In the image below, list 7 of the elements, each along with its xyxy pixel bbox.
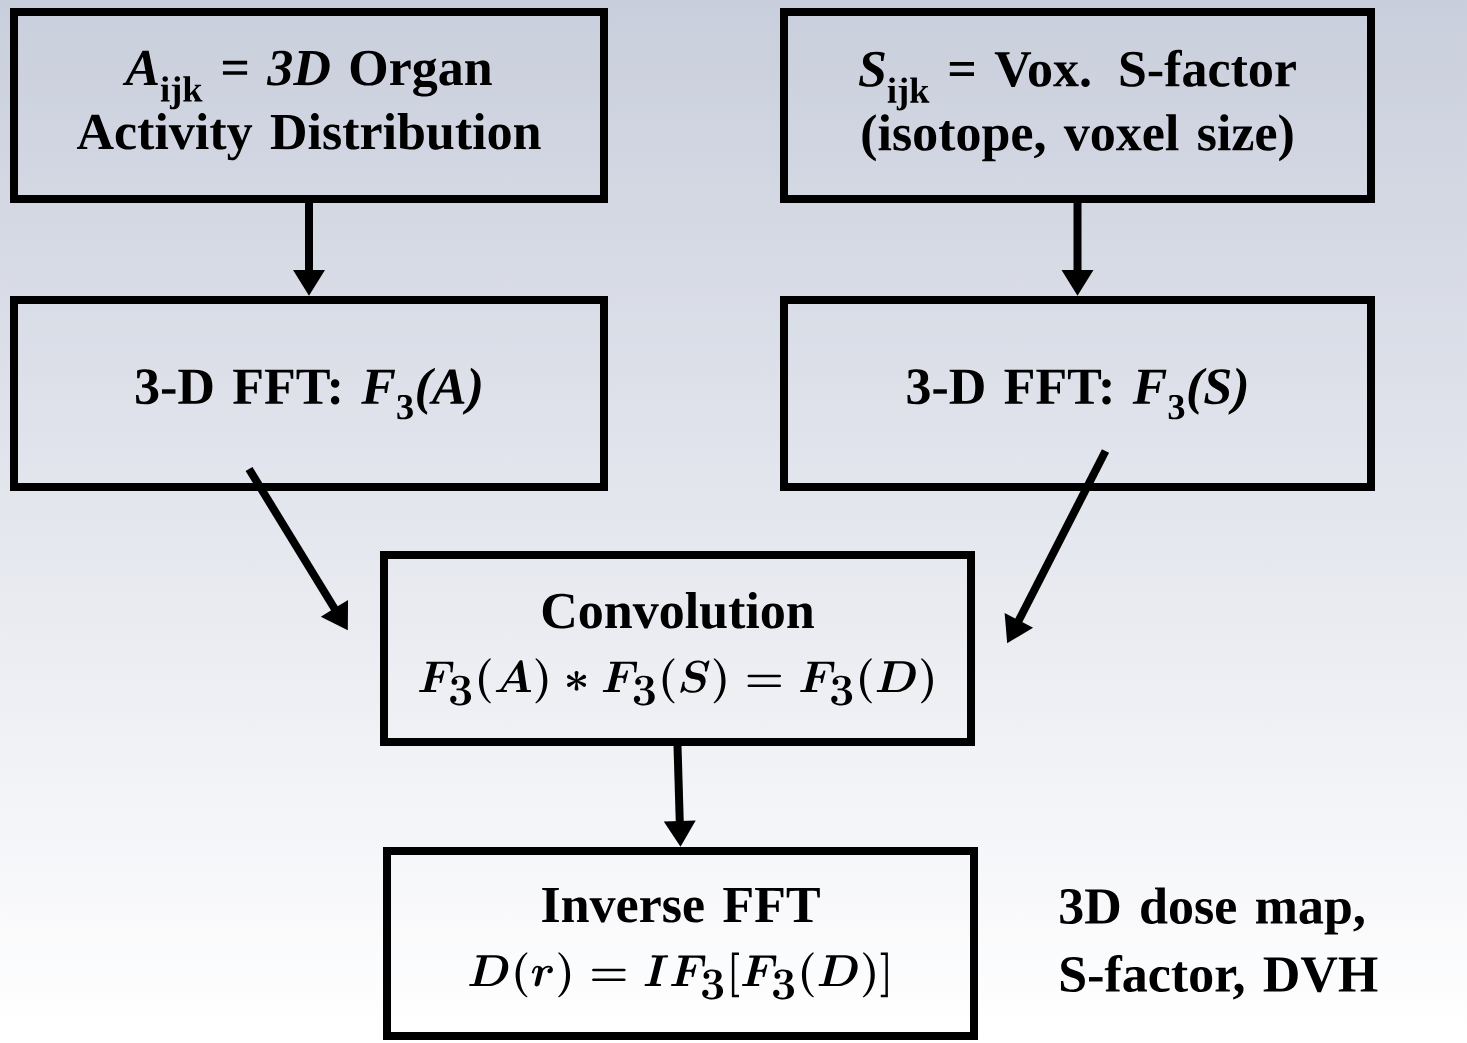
process-box: 3-D FFT: F$_{3}$(S) bbox=[780, 296, 1375, 491]
process-box: S$_{ijk}$ = Vox. S-factor (isotope, voxel size) bbox=[780, 8, 1375, 203]
note-text: 3D dose map, S-factor, DVH bbox=[1060, 887, 1378, 1000]
process-box: Inverse FFT $D(r) = IF_3[F_3(D)]$ bbox=[383, 847, 978, 1040]
process-box: A$_{ijk}$ = 3D Organ Activity Distribution bbox=[10, 8, 608, 203]
process-box: 3-D FFT: F$_{3}$(A) bbox=[10, 296, 608, 491]
process-box: Convolution $F_3(A) *F_3(S) = F_3(D)$ bbox=[380, 551, 975, 746]
